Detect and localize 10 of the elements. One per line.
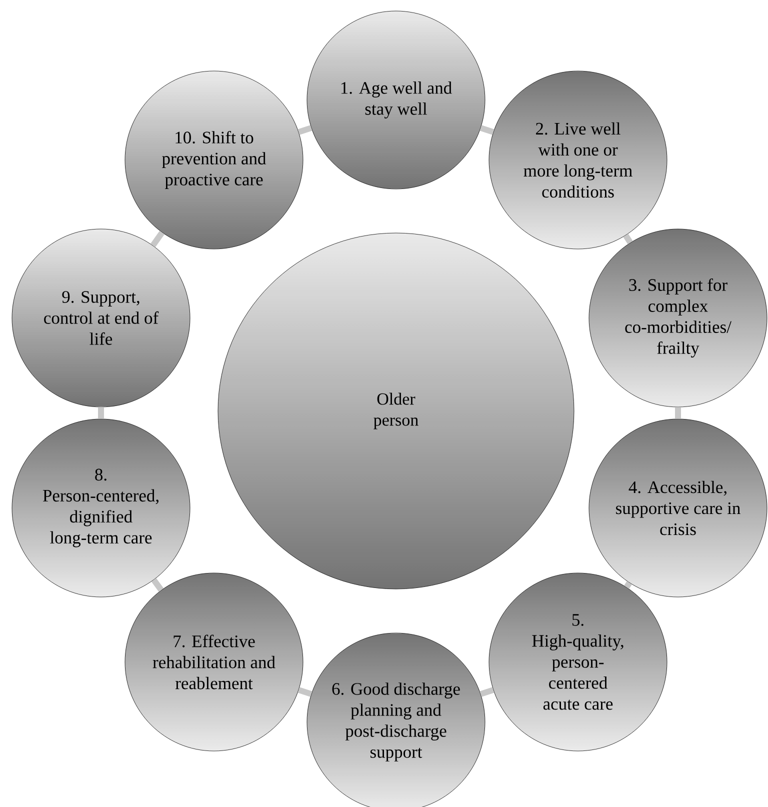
connector-line: [623, 234, 633, 244]
connector-line: [480, 125, 494, 135]
connector-line: [298, 125, 312, 135]
connector-line: [151, 578, 164, 592]
connector-line: [150, 230, 165, 248]
connector-line: [624, 581, 632, 589]
connector-line: [98, 407, 104, 419]
connector-line: [298, 687, 312, 697]
connector-line: [675, 407, 681, 419]
connector-line: [480, 687, 494, 697]
